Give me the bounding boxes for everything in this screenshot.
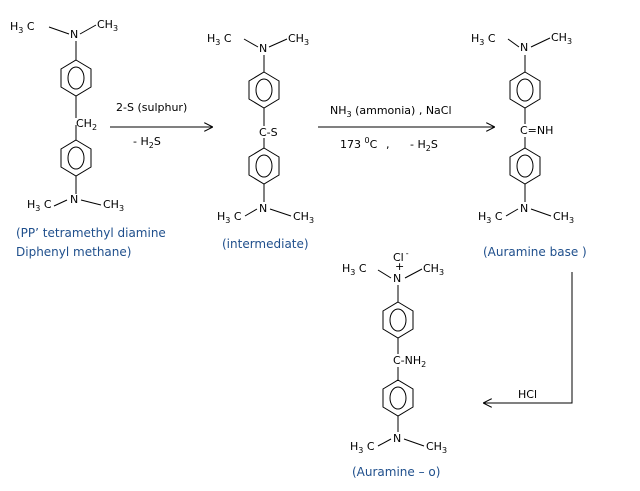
nitrogen-label: N: [393, 272, 401, 285]
reagent-hcl: HCl: [518, 388, 537, 401]
caption-intermediate: (intermediate): [222, 237, 309, 251]
ch3-label: CH3: [293, 210, 314, 225]
methylene-bridge-label: CH2: [76, 117, 97, 132]
reaction-step1: 2-S (sulphur) - H2S: [110, 101, 212, 150]
dimethylamino-top: H3 C N CH3: [207, 32, 309, 72]
imine-bridge-label: C=NH: [520, 124, 553, 137]
dimethylamino-bottom: N H3 C CH3: [478, 202, 574, 225]
nitrogen-label: N: [259, 42, 267, 55]
benzene-ring-bottom: [509, 147, 541, 185]
bond: [377, 269, 392, 279]
thioketone-bridge-label: C-S: [259, 126, 278, 139]
nitrogen-label: N: [70, 28, 78, 41]
ch3-label: CH3: [288, 32, 309, 47]
nitrogen-label: N: [520, 202, 528, 215]
ch3-label: CH3: [97, 18, 118, 33]
ch3-label: CH3: [103, 198, 124, 213]
bond: [79, 24, 97, 35]
h3c-label: H3 C: [478, 210, 503, 225]
reaction-step2: NH3 (ammonia) , NaCl 173 0C , - H2S: [318, 104, 494, 153]
bond: [377, 438, 392, 447]
h3c-label: H3 C: [207, 32, 232, 47]
benzene-ring-top: [60, 59, 92, 97]
benzene-ring-top: [382, 301, 414, 339]
bond: [404, 268, 423, 279]
nitrogen-label: N: [70, 193, 78, 206]
benzene-ring-bottom: [248, 147, 280, 185]
reagent-ammonia-nacl: NH3 (ammonia) , NaCl: [330, 104, 452, 119]
bond: [244, 208, 258, 217]
caption-auramine-o: (Auramine – o): [352, 465, 440, 479]
ch3-label: CH3: [426, 440, 447, 455]
caption-auramine-base: (Auramine base ): [483, 245, 587, 259]
byproduct-h2s: - H2S: [410, 138, 438, 153]
bond: [268, 38, 288, 48]
molecule-intermediate: H3 C N CH3 C-S N H3 C CH3 (intermediate): [207, 32, 314, 251]
dimethylamino-bottom: N H3 C CH3: [217, 202, 314, 225]
bond: [53, 199, 68, 207]
byproduct-h2s: - H2S: [133, 135, 161, 150]
dimethylamino-bottom: N H3 C CH3: [27, 193, 124, 213]
dimethylamino-bottom: N H3 C CH3: [350, 432, 447, 455]
dimethylamino-top: H3 C N CH3: [342, 262, 444, 302]
bond: [507, 38, 520, 48]
molecule-auramine-o: Cl- + H3 C N CH3 C-NH2 N H3 C CH3: [342, 249, 447, 479]
dimethylamino-top: H3 C N CH3: [10, 18, 118, 60]
bond: [269, 208, 292, 217]
condition-separator: ,: [386, 138, 390, 151]
h3c-label: H3 C: [10, 20, 35, 35]
ammonium-charge: +: [395, 260, 404, 273]
h3c-label: H3 C: [471, 32, 496, 47]
benzene-ring-top: [248, 71, 280, 109]
temperature-condition: 173 0C: [340, 136, 378, 151]
chloride-counter-ion: Cl-: [393, 249, 409, 264]
nitrogen-label: N: [520, 41, 528, 54]
reaction-step3: HCl: [484, 272, 573, 403]
h3c-label: H3 C: [217, 210, 242, 225]
nitrogen-label: N: [393, 432, 401, 445]
reaction-arrow: [484, 272, 573, 403]
h3c-label: H3 C: [350, 440, 375, 455]
benzene-ring-bottom: [60, 139, 92, 177]
nitrogen-label: N: [259, 202, 267, 215]
bond: [243, 38, 259, 48]
amine-bridge-label: C-NH2: [393, 354, 426, 369]
h3c-label: H3 C: [342, 262, 367, 277]
h3c-label: H3 C: [27, 198, 52, 213]
benzene-ring-bottom: [382, 379, 414, 417]
bond: [48, 26, 70, 35]
bond: [530, 208, 552, 217]
bond: [403, 438, 425, 447]
bond: [80, 199, 102, 206]
dimethylamino-top: H3 C N CH3: [471, 31, 572, 72]
ch3-label: CH3: [551, 31, 572, 46]
ch3-label: CH3: [553, 210, 574, 225]
bond: [530, 37, 551, 48]
reagent-sulphur: 2-S (sulphur): [116, 101, 187, 114]
caption-start-line2: Diphenyl methane): [16, 245, 131, 259]
bond: [505, 208, 519, 217]
molecule-start: H3 C N CH3 CH2 N H3 C CH3 (PP’ tetrameth…: [10, 18, 166, 259]
ch3-label: CH3: [423, 262, 444, 277]
benzene-ring-top: [509, 71, 541, 109]
molecule-auramine-base: H3 C N CH3 C=NH N H3 C CH3 (Auramine bas…: [471, 31, 587, 259]
caption-start-line1: (PP’ tetramethyl diamine: [16, 226, 166, 240]
